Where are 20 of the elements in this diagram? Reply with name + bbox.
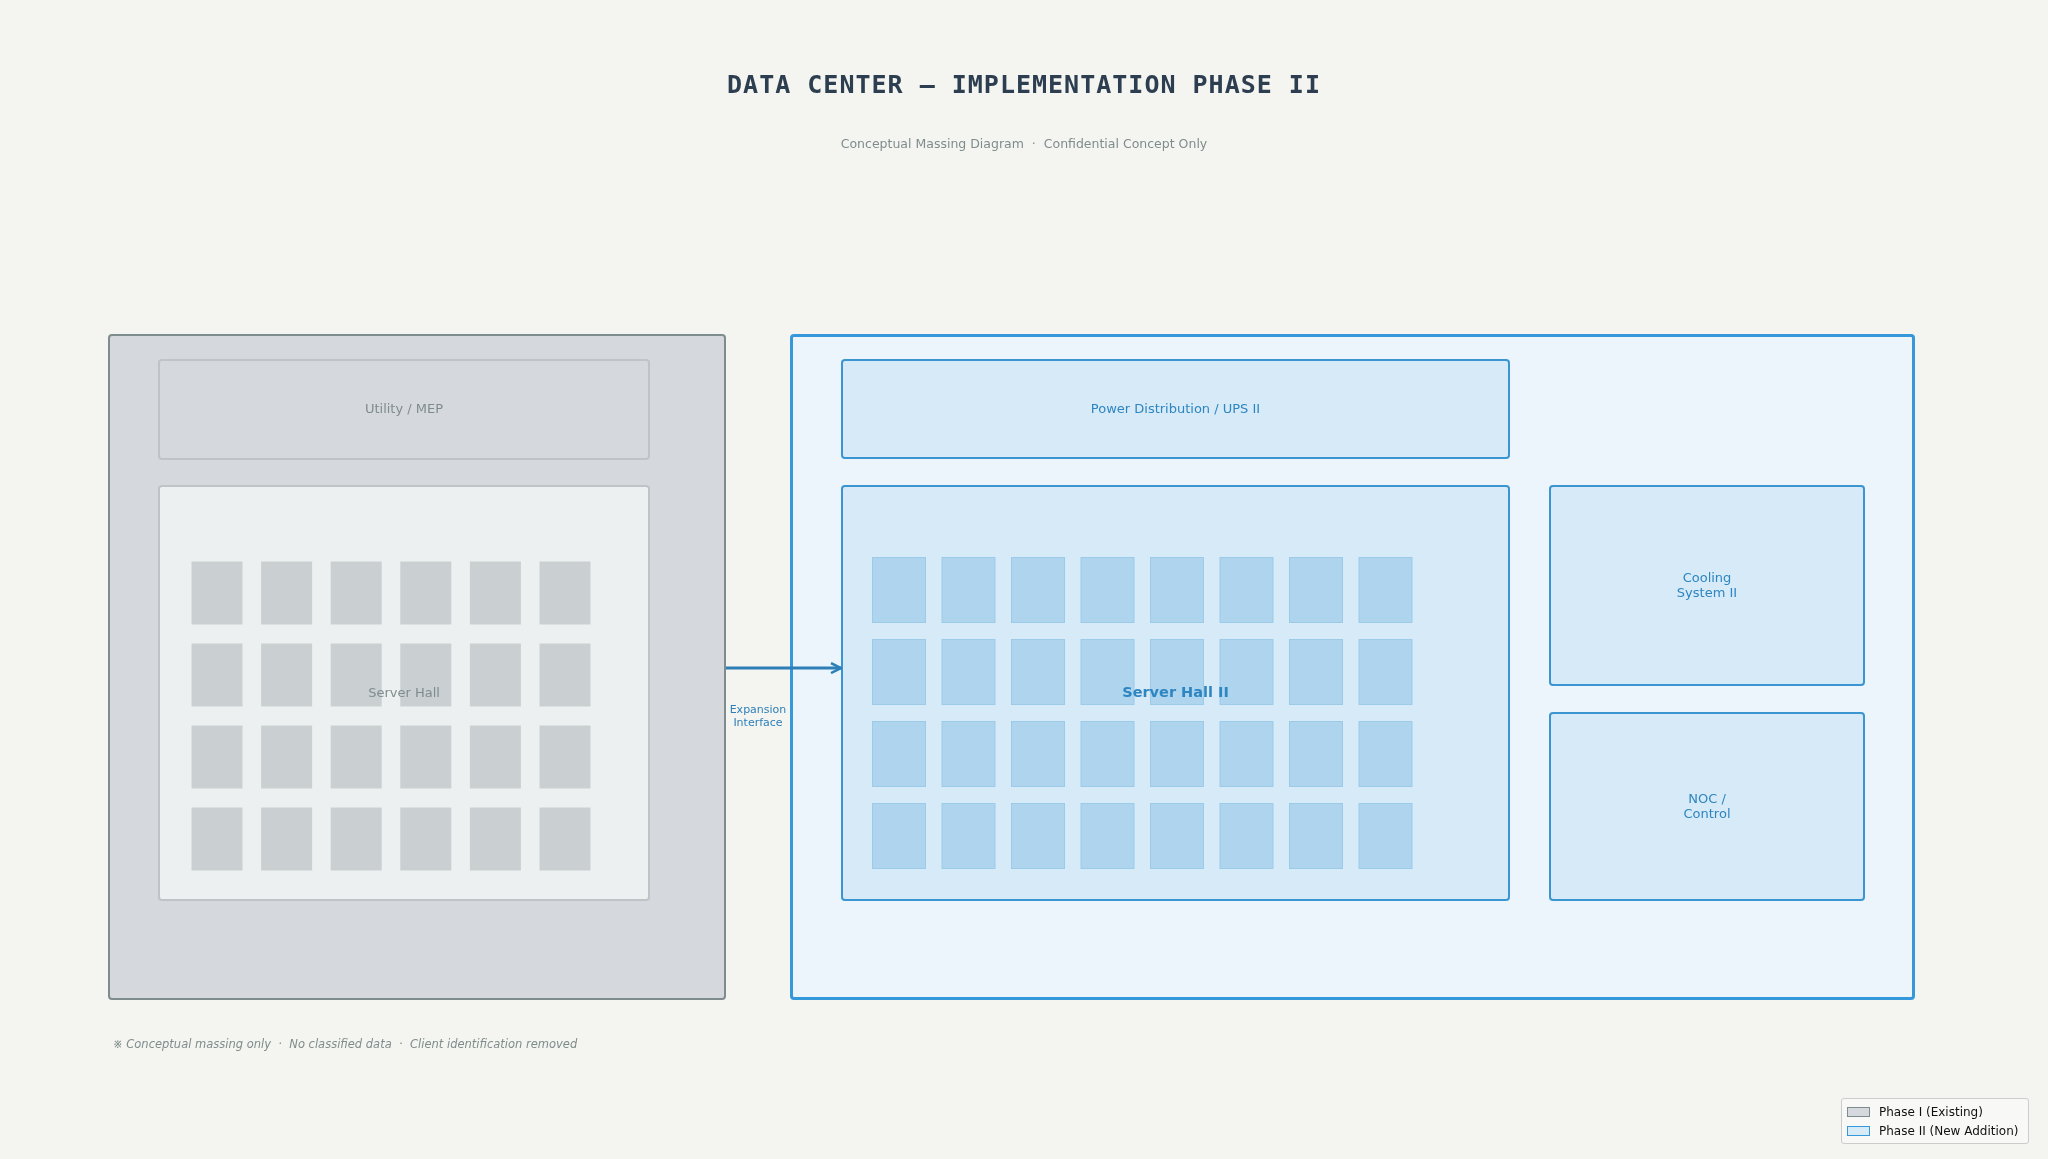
subtitle: Conceptual Massing Diagram · Confidential Concept Only [839,136,1209,151]
zone-label: Utility / MEP [364,402,444,417]
zone-label: Cooling System II [1675,571,1739,600]
cooling-zone [1549,485,1865,686]
zone-label: Power Distribution / UPS II [1090,401,1261,417]
phase-one-building [108,334,726,1000]
footnote: ※ Conceptual massing only · No classified data · Client identification removed [113,1037,578,1051]
zone-label: Server Hall [368,685,440,701]
legend-label: Phase I (Existing) [1879,1104,1983,1119]
control-room-zone [1549,712,1865,901]
zone-label: NOC / Control [1682,792,1732,821]
legend-label: Phase II (New Addition) [1879,1123,2019,1138]
diagram-title: DATA CENTER — IMPLEMENTATION PHASE II [726,70,1322,99]
server-hall-zone [841,485,1510,901]
power-distribution-zone [841,359,1510,459]
phase-two-building [790,334,1915,1000]
edge-label: Expansion Interface [728,704,788,730]
zone-label: Server Hall II [1122,685,1229,701]
utility-zone [158,359,650,460]
server-hall-zone [158,485,650,901]
